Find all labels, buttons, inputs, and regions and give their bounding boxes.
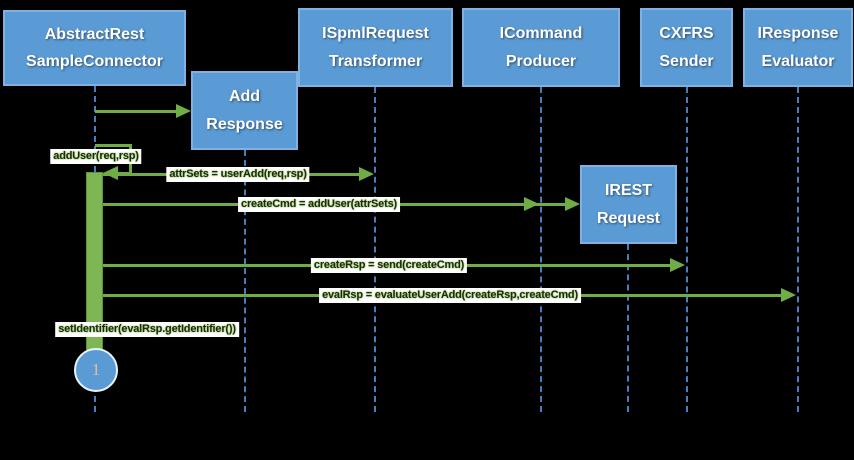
footnote-number: 1 bbox=[91, 360, 101, 379]
lifeline-ispmlrequest-transformer bbox=[374, 87, 376, 412]
object-add-response: Add Response bbox=[191, 71, 298, 150]
participant-abstractrest-sampleconnector: AbstractRest SampleConnector bbox=[3, 10, 186, 86]
lifeline-icommand-producer bbox=[540, 87, 542, 412]
object-irest-request: IREST Request bbox=[580, 165, 677, 244]
participant-icommand-producer: ICommand Producer bbox=[462, 8, 620, 87]
message-label-createcmd: createCmd = addUser(attrSets) bbox=[238, 197, 400, 212]
lifeline-add-response bbox=[244, 150, 246, 412]
message-line-create-add-response bbox=[95, 110, 176, 113]
lifeline-cxfrs-sender bbox=[686, 87, 688, 412]
message-label-adduser: addUser(req,rsp) bbox=[50, 149, 142, 164]
participant-ispmlrequest-transformer: ISpmlRequest Transformer bbox=[298, 8, 453, 87]
message-label-setidentifier: setIdentifier(evalRsp.getIdentifier()) bbox=[55, 322, 239, 337]
message-label-evalrsp: evalRsp = evaluateUserAdd(createRsp,crea… bbox=[319, 288, 581, 303]
message-label-attrsets: attrSets = userAdd(req,rsp) bbox=[166, 167, 310, 182]
arrowhead-createcmd-producer bbox=[524, 197, 539, 211]
message-label-creatersp: createRsp = send(createCmd) bbox=[310, 258, 468, 273]
arrowhead-evalrsp bbox=[781, 288, 796, 302]
arrowhead-attrsets bbox=[359, 167, 374, 181]
lifeline-iresponse-evaluator bbox=[797, 87, 799, 412]
participant-cxfrs-sender: CXFRS Sender bbox=[640, 8, 733, 87]
footnote-circle: 1 bbox=[74, 348, 118, 392]
message-line-adduser-top bbox=[95, 144, 132, 147]
lifeline-irest-request bbox=[627, 244, 629, 412]
participant-iresponse-evaluator: IResponse Evaluator bbox=[743, 8, 853, 87]
arrowhead-create-add-response bbox=[176, 104, 191, 118]
arrowhead-createcmd-irest bbox=[565, 197, 580, 211]
arrowhead-creatersp bbox=[670, 258, 685, 272]
